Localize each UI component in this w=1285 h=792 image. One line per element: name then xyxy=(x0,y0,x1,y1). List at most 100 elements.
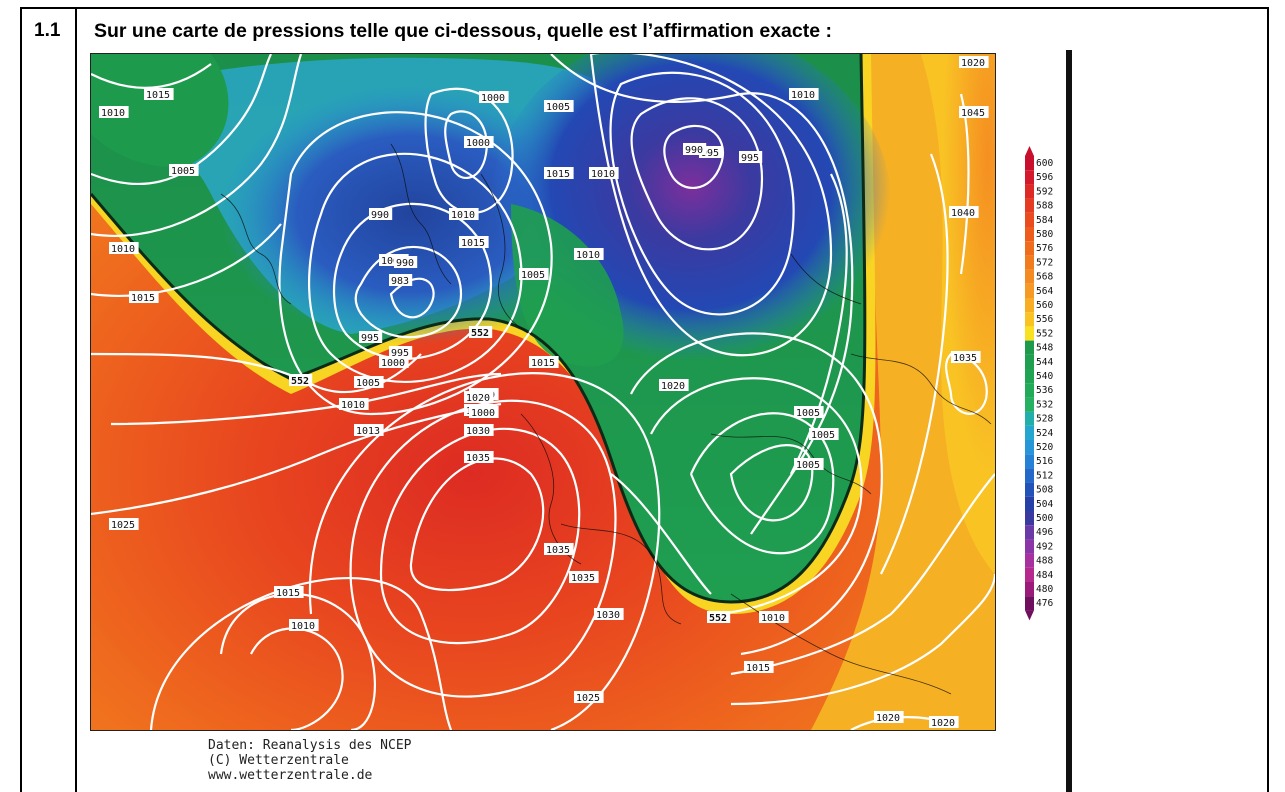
isobar-label: 1010 xyxy=(341,400,365,411)
legend-value: 564 xyxy=(1036,286,1053,297)
legend-value: 592 xyxy=(1036,186,1053,197)
isobar-label: 1035 xyxy=(546,545,570,556)
isobar-label: 995 xyxy=(361,333,379,344)
isobar-label: 1020 xyxy=(876,713,900,724)
legend-swatch xyxy=(1025,567,1034,582)
isobar-label-bg xyxy=(369,208,393,220)
question-text: Sur une carte de pressions telle que ci-… xyxy=(94,20,832,42)
isobar-label-bg xyxy=(469,406,499,418)
isobar-label-bg xyxy=(389,274,413,286)
isobar-label-bg xyxy=(929,716,959,728)
isobar-label: 990 xyxy=(396,258,414,269)
legend-value: 548 xyxy=(1036,343,1053,354)
isobar-label: 1010 xyxy=(111,244,135,255)
isobar-label: 1040 xyxy=(951,208,975,219)
isobar-label: 1010 xyxy=(761,613,785,624)
legend-swatch xyxy=(1025,269,1034,284)
isobar-label: 1035 xyxy=(953,353,977,364)
legend-swatch xyxy=(1025,482,1034,497)
legend-value: 492 xyxy=(1036,541,1053,552)
figure-border xyxy=(1066,50,1072,792)
legend-value: 496 xyxy=(1036,527,1053,538)
isobar-label: 1020 xyxy=(931,718,955,729)
credit-line-3: www.wetterzentrale.de xyxy=(208,768,373,783)
isobar-label-bg xyxy=(459,236,489,248)
legend-swatch xyxy=(1025,312,1034,327)
isobar-label: 990 xyxy=(685,145,703,156)
legend-arrow-bottom xyxy=(1025,610,1034,621)
credit-line-1: Daten: Reanalysis des NCEP xyxy=(208,738,412,753)
isobar-label-bg xyxy=(169,164,199,176)
isobar-label-bg xyxy=(544,167,574,179)
isobar-label-bg xyxy=(289,374,313,386)
isobar-label-bg xyxy=(544,543,574,555)
legend-swatch xyxy=(1025,411,1034,426)
legend-value: 572 xyxy=(1036,257,1053,268)
isobar-label-bg xyxy=(519,268,549,280)
isobar-label-bg xyxy=(574,691,604,703)
legend-swatch xyxy=(1025,170,1034,185)
isobar-label: 1000 xyxy=(481,93,505,104)
isobar-label-bg xyxy=(354,424,384,436)
isobar-label: 552 xyxy=(471,328,489,339)
isobar-label: 1013 xyxy=(356,426,380,437)
isobar-label-bg xyxy=(659,379,689,391)
isobars xyxy=(91,54,995,730)
isobar-label: 1025 xyxy=(576,693,600,704)
legend-swatch xyxy=(1025,212,1034,227)
isobar-label-bg xyxy=(389,346,413,358)
isobar-label-bg xyxy=(129,291,159,303)
question-number: 1.1 xyxy=(34,20,61,41)
isobar-label: 1010 xyxy=(101,108,125,119)
legend-value: 580 xyxy=(1036,229,1053,240)
legend-canvas: 6005965925885845805765725685645605565525… xyxy=(1025,146,1053,621)
isobar-label: 1005 xyxy=(521,270,545,281)
legend-value: 508 xyxy=(1036,485,1053,496)
isobar-label-bg xyxy=(289,619,319,631)
isobar-label: 1020 xyxy=(661,381,685,392)
legend-swatch xyxy=(1025,241,1034,256)
isobar-label-bg xyxy=(809,428,839,440)
isobar-label-bg xyxy=(739,151,763,163)
isobar-label: 1000 xyxy=(381,358,405,369)
isobar-label: 1005 xyxy=(796,408,820,419)
isobar-label-bg xyxy=(589,167,619,179)
isobar-label: 1015 xyxy=(461,238,485,249)
green-ridge xyxy=(511,204,624,367)
isobar-label: 1010 xyxy=(451,210,475,221)
isobar-label-bg xyxy=(574,248,604,260)
legend-value: 500 xyxy=(1036,513,1053,524)
isobar-label-bg xyxy=(789,88,819,100)
isobar-label: 1015 xyxy=(131,293,155,304)
legend-value: 532 xyxy=(1036,399,1053,410)
isobar-label-bg xyxy=(544,100,574,112)
legend-value: 504 xyxy=(1036,499,1053,510)
legend-swatch xyxy=(1025,283,1034,298)
legend-swatch xyxy=(1025,369,1034,384)
isobar-label: 1010 xyxy=(576,250,600,261)
isobar-label-bg xyxy=(339,398,369,410)
legend-value: 552 xyxy=(1036,328,1053,339)
isobar-label-bg xyxy=(464,451,494,463)
legend-swatch xyxy=(1025,496,1034,511)
isobar-label-bg xyxy=(959,106,989,118)
isobar-label: 1005 xyxy=(796,460,820,471)
legend-swatch xyxy=(1025,255,1034,270)
legend-value: 568 xyxy=(1036,272,1053,283)
isobar-label: 1010 xyxy=(291,621,315,632)
legend-value: 480 xyxy=(1036,584,1053,595)
isobar-label: 1000 xyxy=(471,408,495,419)
isobar-label: 1005 xyxy=(356,378,380,389)
map-canvas: 1015101010051000100510101020101510101000… xyxy=(91,54,995,730)
isobar-label: 1015 xyxy=(746,663,770,674)
isobar-label: 1015 xyxy=(546,169,570,180)
isobar-label: 1035 xyxy=(571,573,595,584)
isobar-label: 552 xyxy=(291,376,309,387)
isobar-label: 995 xyxy=(701,148,719,159)
legend-value: 516 xyxy=(1036,456,1053,467)
isobar-label-bg xyxy=(794,406,824,418)
question-table: 1.1 Sur une carte de pressions telle que… xyxy=(20,7,1269,792)
